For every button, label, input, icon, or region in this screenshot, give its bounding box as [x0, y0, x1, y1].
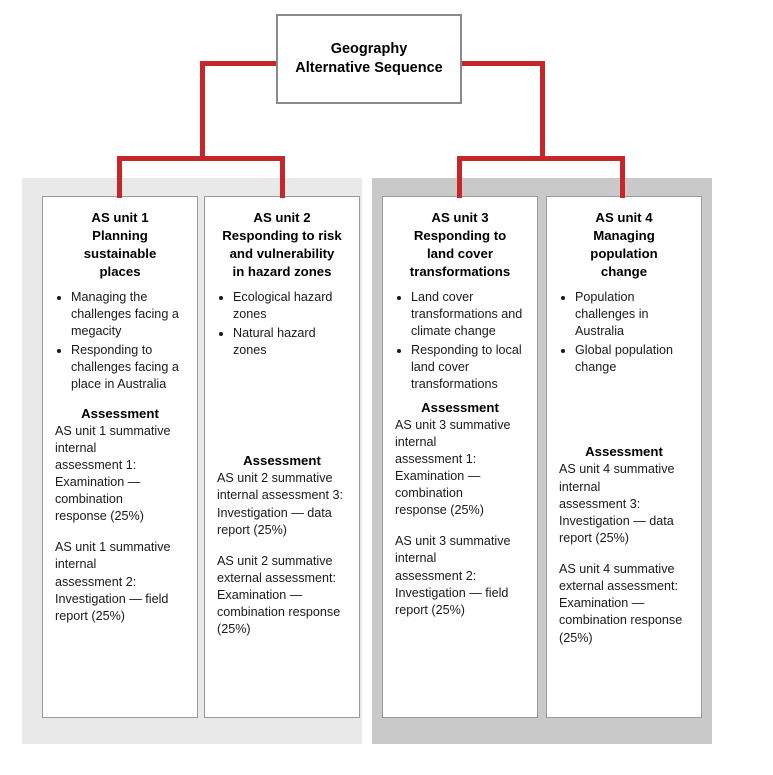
unit-card-1[interactable]: AS unit 1 Planning sustainable places Ma… [42, 196, 198, 718]
list-item: Natural hazard zones [233, 325, 347, 359]
unit-2-assessment-1: AS unit 2 summative internal assessment … [217, 471, 343, 537]
unit-1-assessment-2: AS unit 1 summative internal assessment … [55, 540, 171, 623]
connector-left-bracket-horizontal [117, 156, 285, 161]
connector-drop-unit-4 [620, 156, 625, 198]
unit-1-topic-list: Managing the challenges facing a megacit… [55, 289, 185, 394]
unit-1-assessment-heading: Assessment [81, 405, 159, 421]
list-item: Population challenges in Australia [575, 289, 689, 340]
unit-3-assessment-heading: Assessment [421, 399, 499, 415]
spacer [217, 361, 347, 453]
list-item: Land cover transformations and climate c… [411, 289, 525, 340]
unit-2-title: AS unit 2 Responding to risk and vulnera… [222, 210, 342, 279]
unit-4-assessment-heading: Assessment [585, 444, 663, 460]
unit-1-title: AS unit 1 Planning sustainable places [83, 210, 157, 279]
unit-2-assessment-2: AS unit 2 summative external assessment:… [217, 553, 341, 637]
unit-3-title: AS unit 3 Responding to land cover trans… [409, 210, 511, 279]
spacer [55, 396, 185, 406]
connector-left-stem-vertical [200, 61, 205, 160]
list-item: Responding to challenges facing a place … [71, 342, 185, 393]
unit-3-topic-list: Land cover transformations and climate c… [395, 289, 525, 394]
unit-4-assessment-2: AS unit 4 summative external assessment:… [559, 562, 683, 645]
list-item: Managing the challenges facing a megacit… [71, 289, 185, 340]
connector-right-bracket-horizontal [457, 156, 625, 161]
connector-root-left-horizontal [202, 61, 278, 66]
unit-4-topic-list: Population challenges in Australia Globa… [559, 289, 689, 377]
unit-card-2[interactable]: AS unit 2 Responding to risk and vulnera… [204, 196, 360, 718]
connector-right-stem-vertical [540, 61, 545, 160]
connector-root-right-horizontal [460, 61, 545, 66]
list-item: Responding to local land cover transform… [411, 342, 525, 393]
connector-drop-unit-3 [457, 156, 462, 198]
unit-2-topic-list: Ecological hazard zones Natural hazard z… [217, 289, 347, 360]
spacer [559, 378, 689, 444]
unit-card-3[interactable]: AS unit 3 Responding to land cover trans… [382, 196, 538, 718]
connector-drop-unit-2 [280, 156, 285, 198]
unit-4-assessment-1: AS unit 4 summative internal assessment … [559, 462, 675, 545]
root-node-title: Geography Alternative Sequence [295, 41, 443, 76]
unit-2-assessment-heading: Assessment [243, 453, 321, 469]
unit-3-assessment-2: AS unit 3 summative internal assessment … [395, 534, 511, 617]
unit-card-4[interactable]: AS unit 4 Managing population change Pop… [546, 196, 702, 718]
root-node[interactable]: Geography Alternative Sequence [276, 14, 462, 104]
unit-3-assessment-1: AS unit 3 summative internal assessment … [395, 417, 511, 518]
unit-4-title: AS unit 4 Managing population change [590, 210, 658, 279]
list-item: Global population change [575, 342, 689, 376]
unit-1-assessment-1: AS unit 1 summative internal assessment … [55, 423, 171, 524]
connector-drop-unit-1 [117, 156, 122, 198]
list-item: Ecological hazard zones [233, 289, 347, 323]
